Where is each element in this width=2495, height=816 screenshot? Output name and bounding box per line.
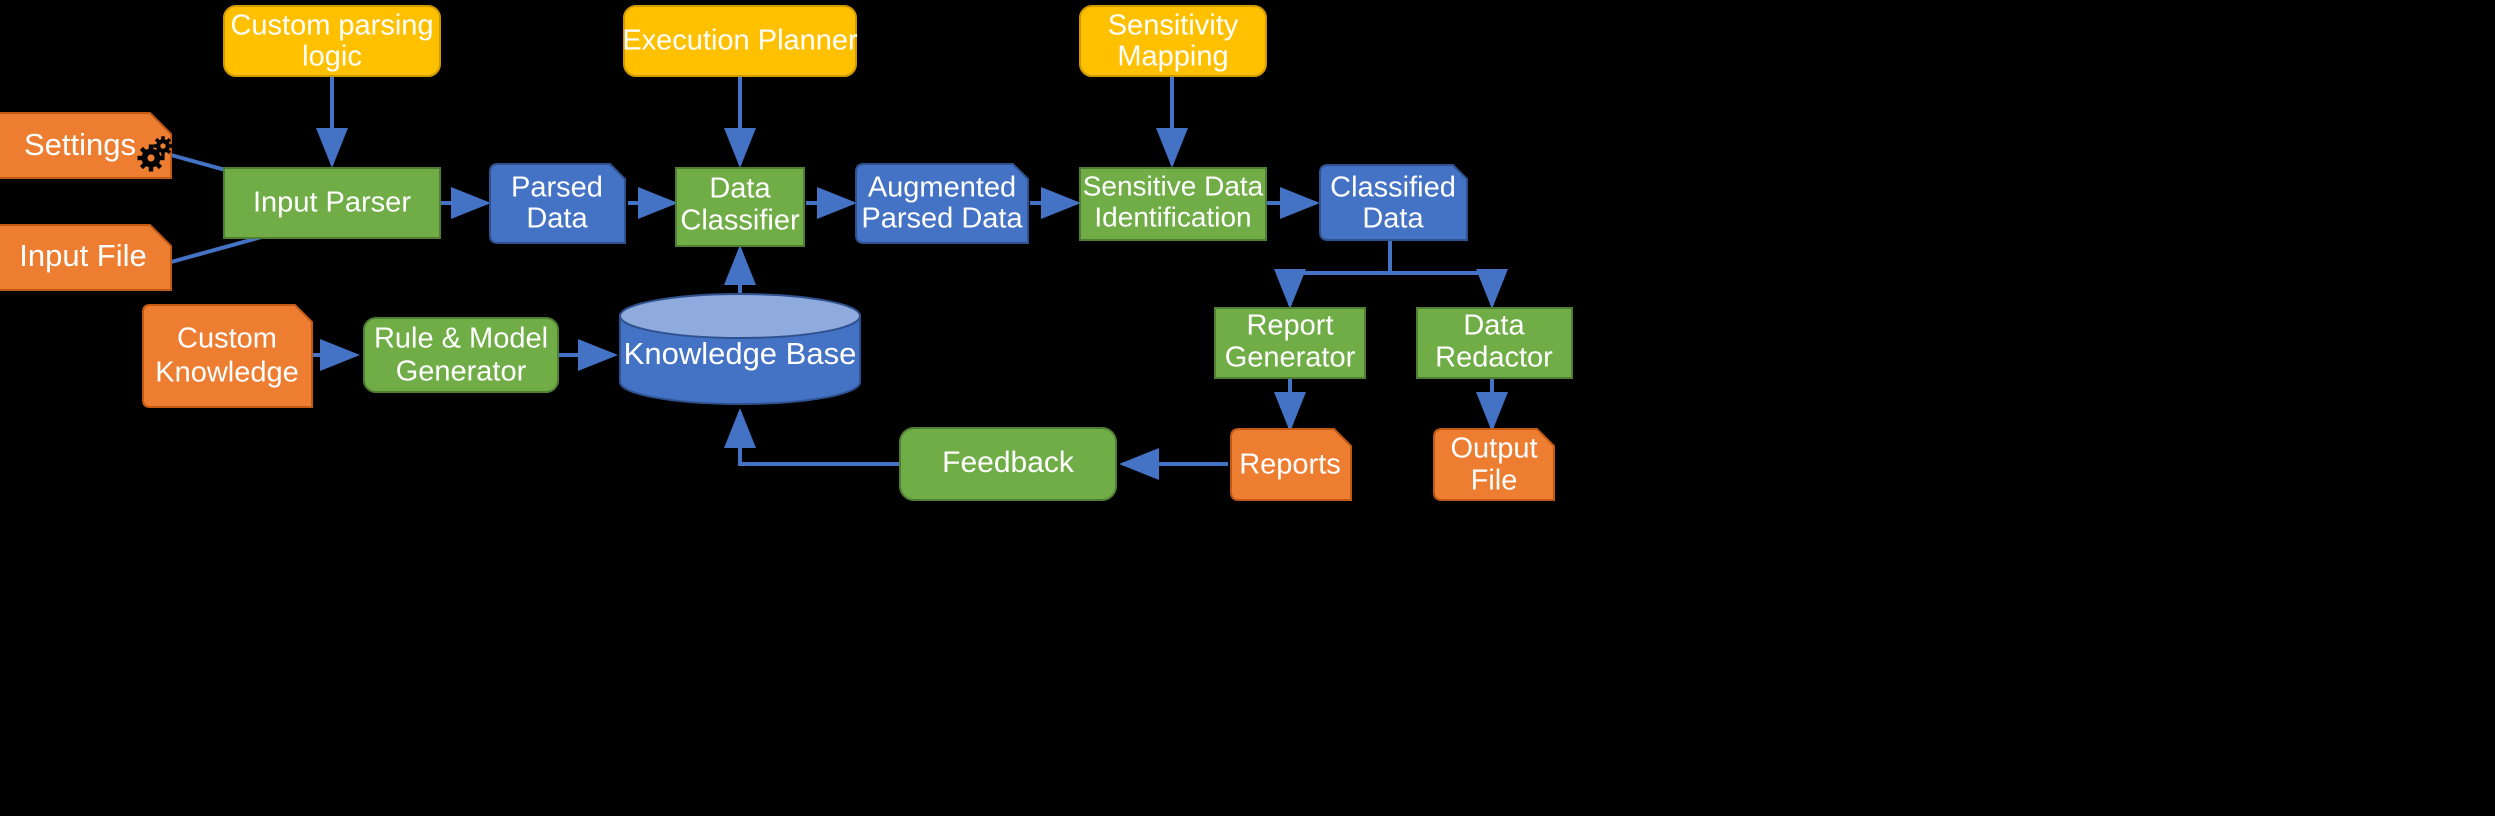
sensitivity-mapping-shape[interactable] bbox=[1079, 5, 1267, 77]
custom-parsing-logic-label-line2: logic bbox=[302, 41, 362, 73]
connectors-layer bbox=[170, 76, 1508, 480]
node-feedback[interactable]: Feedback bbox=[899, 427, 1117, 501]
node-parsed-data[interactable]: Parsed Data bbox=[489, 163, 626, 244]
node-sensitive-data-identification[interactable]: Sensitive Data Identification bbox=[1079, 167, 1267, 241]
parsed-data-label-line1: Parsed bbox=[511, 172, 603, 204]
node-output-file[interactable]: Output File bbox=[1433, 428, 1555, 501]
node-input-parser[interactable]: Input Parser bbox=[223, 167, 441, 239]
node-rule-model-generator[interactable]: Rule & Model Generator bbox=[363, 317, 559, 393]
augmented-parsed-data-shape[interactable] bbox=[855, 163, 1029, 244]
edge-classified-data-split-bus bbox=[1288, 240, 1392, 305]
input-parser-label: Input Parser bbox=[253, 187, 411, 219]
settings-label: Settings bbox=[24, 127, 136, 162]
output-file-label-line1: Output bbox=[1450, 433, 1537, 465]
sensitivity-mapping-label-line1: Sensitivity bbox=[1108, 10, 1239, 42]
reports-shape[interactable] bbox=[1230, 428, 1352, 501]
sensitivity-mapping-label-line2: Mapping bbox=[1117, 41, 1228, 73]
data-classifier-shape[interactable] bbox=[675, 167, 805, 247]
node-report-generator[interactable]: Report Generator bbox=[1214, 307, 1366, 379]
node-data-redactor[interactable]: Data Redactor bbox=[1416, 307, 1573, 379]
feedback-label: Feedback bbox=[942, 446, 1075, 479]
reports-label: Reports bbox=[1239, 449, 1341, 481]
execution-planner-label: Execution Planner bbox=[622, 25, 858, 57]
edge-feedback-to-knowledge-base bbox=[724, 408, 899, 466]
feedback-shape[interactable] bbox=[899, 427, 1117, 501]
node-settings[interactable]: Settings bbox=[0, 112, 173, 179]
parsed-data-label-line2: Data bbox=[526, 203, 588, 235]
input-file-label: Input File bbox=[19, 238, 147, 273]
report-generator-shape[interactable] bbox=[1214, 307, 1366, 379]
custom-knowledge-label-line2: Knowledge bbox=[155, 357, 299, 389]
edge-classified-data-bus-right bbox=[1390, 271, 1494, 305]
data-redactor-label-line2: Redactor bbox=[1435, 342, 1553, 374]
node-data-classifier[interactable]: Data Classifier bbox=[675, 167, 805, 247]
custom-knowledge-label-line1: Custom bbox=[177, 323, 277, 355]
rule-model-generator-label-line1: Rule & Model bbox=[374, 323, 548, 355]
augmented-parsed-data-label-line1: Augmented bbox=[868, 172, 1016, 204]
node-custom-knowledge[interactable]: Custom Knowledge bbox=[142, 304, 313, 408]
rule-model-generator-label-line2: Generator bbox=[396, 356, 527, 388]
sensitive-data-identification-label-line1: Sensitive Data bbox=[1083, 170, 1264, 201]
augmented-parsed-data-label-line2: Parsed Data bbox=[861, 203, 1023, 235]
gears-icon bbox=[137, 136, 173, 172]
parsed-data-shape[interactable] bbox=[489, 163, 626, 244]
node-knowledge-base[interactable]: Knowledge Base bbox=[619, 293, 861, 405]
report-generator-label-line2: Generator bbox=[1225, 342, 1356, 374]
data-classifier-label-line1: Data bbox=[709, 173, 771, 205]
custom-parsing-logic-shape[interactable] bbox=[223, 5, 441, 77]
rule-model-generator-shape[interactable] bbox=[363, 317, 559, 393]
output-file-label-line2: File bbox=[1471, 465, 1518, 497]
node-classified-data[interactable]: Classified Data bbox=[1319, 164, 1468, 241]
node-input-file[interactable]: Input File bbox=[0, 224, 172, 291]
node-reports[interactable]: Reports bbox=[1230, 428, 1352, 501]
node-sensitivity-mapping[interactable]: Sensitivity Mapping bbox=[1079, 5, 1267, 77]
custom-parsing-logic-label-line1: Custom parsing bbox=[230, 10, 433, 42]
node-augmented-parsed-data[interactable]: Augmented Parsed Data bbox=[855, 163, 1029, 244]
sensitive-data-identification-label-line2: Identification bbox=[1094, 201, 1251, 232]
data-classifier-label-line2: Classifier bbox=[680, 205, 800, 237]
classified-data-label-line2: Data bbox=[1362, 203, 1424, 235]
sensitive-data-identification-shape[interactable] bbox=[1079, 167, 1267, 241]
classified-data-label-line1: Classified bbox=[1330, 172, 1456, 204]
node-execution-planner[interactable]: Execution Planner bbox=[622, 5, 858, 77]
settings-shape[interactable] bbox=[0, 112, 172, 179]
report-generator-label-line1: Report bbox=[1246, 310, 1333, 342]
data-redactor-label-line1: Data bbox=[1463, 310, 1525, 342]
execution-planner-shape[interactable] bbox=[623, 5, 857, 77]
node-custom-parsing-logic[interactable]: Custom parsing logic bbox=[223, 5, 441, 77]
output-file-shape[interactable] bbox=[1433, 428, 1555, 501]
input-file-shape[interactable] bbox=[0, 224, 172, 291]
knowledge-base-cylinder-body[interactable] bbox=[619, 315, 861, 405]
knowledge-base-label: Knowledge Base bbox=[624, 336, 857, 371]
custom-knowledge-shape[interactable] bbox=[142, 304, 313, 408]
data-redactor-shape[interactable] bbox=[1416, 307, 1573, 379]
classified-data-shape[interactable] bbox=[1319, 164, 1468, 241]
knowledge-base-cylinder-top bbox=[619, 293, 861, 339]
input-parser-shape[interactable] bbox=[223, 167, 441, 239]
